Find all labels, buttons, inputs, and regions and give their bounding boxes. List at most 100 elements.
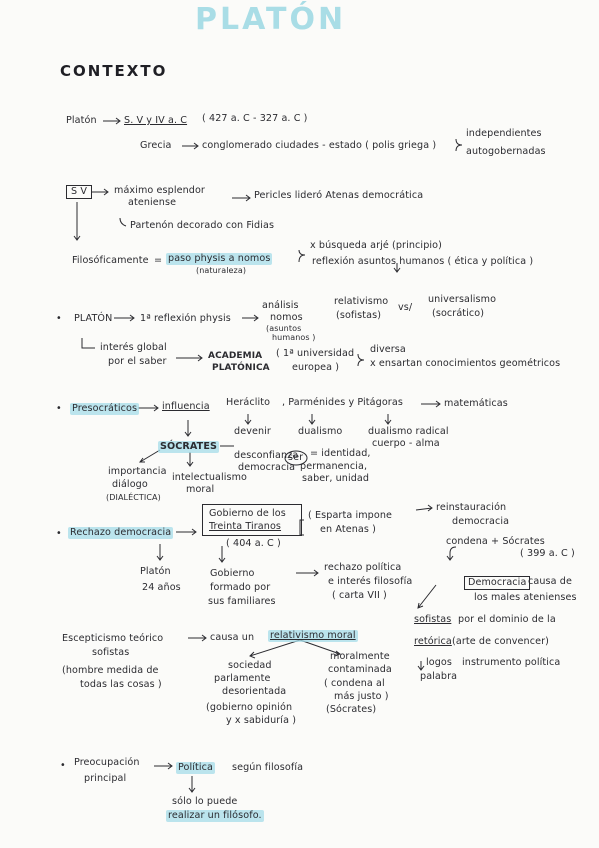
note-text: causa de [528,576,572,587]
highlighted-text: Rechazo democracia [68,527,174,539]
note-text: Platón [140,566,171,577]
note-text: conglomerado ciudades - estado ( polis g… [202,140,437,151]
note-text: importancia [108,466,167,477]
boxed-text: Democracia [464,576,531,590]
highlighted-text: paso physis a nomos [166,253,273,265]
note-text: ( 1ª universidad [276,348,355,359]
note-text: Preocupación [74,757,140,768]
note-text: ( condena al [324,678,385,689]
note-text: los males atenienses [474,592,577,603]
note-text: reflexión asuntos humanos ( ética y polí… [312,256,534,267]
note-text: dualismo [298,426,343,437]
note-text: Pericles lideró Atenas democrática [254,190,424,201]
note-text: y x sabiduría ) [226,715,297,726]
note-text: Gobierno [210,568,255,579]
note-text: (asuntos [266,324,302,333]
note-text: desorientada [222,686,287,697]
note-text: (Sócrates) [326,704,377,715]
note-text: = identidad, [310,448,371,459]
highlighted-text: relativismo moral [268,630,358,642]
note-text: moral [186,484,215,495]
note-text: todas las cosas ) [80,679,162,690]
note-text: universalismo [428,294,497,305]
note-text: desconfianza [234,450,299,461]
note-text: ser [288,452,304,463]
note-text: permanencia, [300,461,368,472]
note-text: influencia [162,401,210,412]
highlighted-text: realizar un filósofo. [166,810,264,822]
note-text: según filosofía [232,762,304,773]
note-text: ( carta VII ) [332,590,387,601]
note-text: (arte de convencer) [452,636,549,647]
note-text: sociedad [228,660,272,671]
note-text: sus familiares [208,596,276,607]
note-text: análisis [262,300,299,311]
note-text: moralmente [330,651,390,662]
note-text: Escepticismo teórico [62,633,164,644]
note-text: Treinta Tiranos [209,521,282,532]
highlighted-text: Presocráticos [70,403,140,415]
note-text: Gobierno de los [209,508,286,519]
note-text: retórica [414,636,452,647]
note-text: ( 404 a. C ) [226,538,281,549]
note-text: e interés filosofía [328,576,413,587]
section-heading: CONTEXTO [60,62,168,80]
note-text: sofistas [92,647,130,658]
boxed-text: S V [66,185,93,199]
note-text: diálogo [112,479,148,490]
note-text: Platón [66,115,97,126]
note-text: ACADEMIA [208,351,263,361]
note-text: (naturaleza) [196,266,247,275]
note-text: PLATÓN [74,313,113,324]
note-text: Heráclito [226,397,271,408]
note-text: 24 años [142,582,181,593]
note-text: logos [426,657,452,668]
note-text: ( 399 a. C ) [520,548,575,559]
note-text: europea ) [292,362,340,373]
note-text: S. V y IV a. C [124,115,188,126]
page-title: PLATÓN [195,2,347,37]
note-text: vs/ [398,302,413,313]
note-text: saber, unidad [302,473,370,484]
note-text: causa un [210,632,255,643]
note-text: por el dominio de la [458,614,556,625]
note-text: más justo ) [334,691,389,702]
note-text: humanos ) [272,333,316,342]
note-text: intelectualismo [172,472,248,483]
note-text: matemáticas [444,398,508,409]
highlighted-text: Política [176,762,216,774]
note-text: máximo esplendor [114,185,205,196]
note-text: devenir [234,426,271,437]
note-text: (sofistas) [336,310,382,321]
note-text: en Atenas ) [320,524,376,535]
note-text: Filosóficamente [72,255,149,266]
note-text: nomos [270,312,303,323]
note-text: dualismo radical [368,426,449,437]
note-text: (DIALÉCTICA) [106,493,161,502]
note-text: principal [84,773,127,784]
highlighted-text: SÓCRATES [158,441,219,453]
note-text: reinstauración [436,502,507,513]
note-text: x búsqueda arjé (principio) [310,240,442,251]
note-text: sofistas [414,614,452,625]
note-text: Partenón decorado con Fidias [130,220,275,231]
note-text: 1ª reflexión physis [140,313,231,324]
note-text: interés global [100,342,167,353]
note-text: diversa [370,344,406,355]
note-text: ateniense [128,197,177,208]
note-text: (gobierno opinión [206,702,293,713]
note-text: ( 427 a. C - 327 a. C ) [202,113,308,124]
note-text: (socrático) [432,308,485,319]
note-text: sólo lo puede [172,796,238,807]
note-text: palabra [420,671,458,682]
note-text: parlamente [214,673,271,684]
note-text: autogobernadas [466,146,546,157]
note-text: Grecia [140,140,172,151]
boxed-group: Gobierno de los Treinta Tiranos [202,504,302,536]
note-text: x ensartan conocimientos geométricos [370,358,561,369]
note-text: cuerpo - alma [372,438,440,449]
note-text: , Parménides y Pitágoras [282,397,403,408]
note-text: condena + Sócrates [446,536,545,547]
